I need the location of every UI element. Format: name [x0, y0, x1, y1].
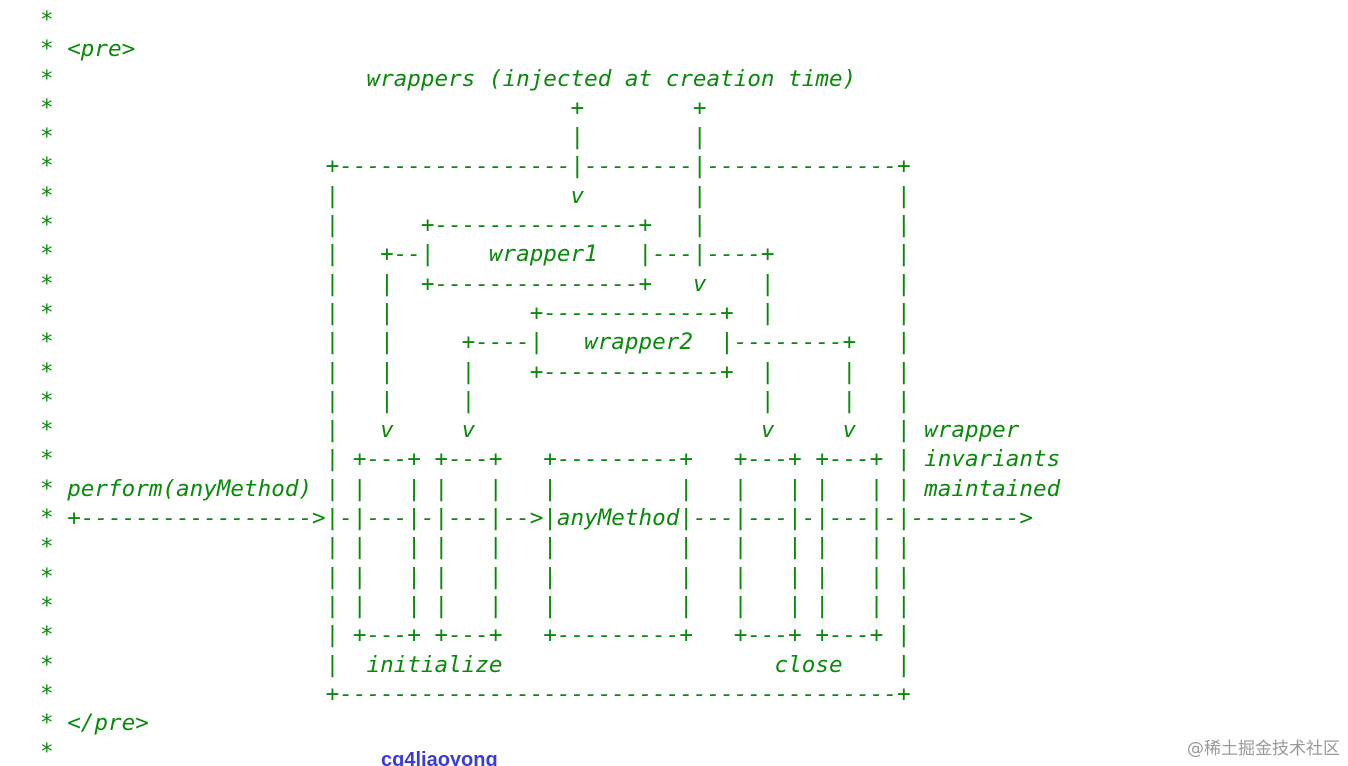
author-label: cg4liaoyong: [381, 749, 498, 766]
diagram-line: * + +: [40, 94, 707, 121]
diagram-line: * | v | |: [40, 182, 911, 209]
diagram-line: * +-----------------|--------|----------…: [40, 153, 911, 180]
diagram-line: * | | | | | | | | | | | |: [40, 563, 911, 590]
diagram-line: *: [40, 7, 54, 33]
diagram-line: * | +---+ +---+ +---------+ +---+ +---+ …: [40, 622, 911, 649]
diagram-line: * | | | | | |: [40, 387, 911, 414]
diagram-line: * <pre>: [40, 36, 136, 63]
diagram-line: * | | | | | | | | | | | |: [40, 534, 911, 561]
diagram-line: * | |: [40, 124, 707, 151]
diagram-line: * | +--| wrapper1 |---|----+ |: [40, 241, 911, 268]
diagram-line: * | | +----| wrapper2 |--------+ |: [40, 329, 911, 356]
diagram-line: *: [40, 739, 54, 766]
transaction-wrapper-ascii-diagram: * * <pre>* wrappers (injected at creation…: [40, 6, 1060, 766]
diagram-line: * +-------------------------------------…: [40, 680, 911, 707]
diagram-line: * | +---+ +---+ +---------+ +---+ +---+ …: [40, 446, 1061, 473]
diagram-line: * | +---------------+ | |: [40, 212, 911, 239]
diagram-line: * </pre>: [40, 710, 149, 737]
diagram-line: * | | | | | | | | | | | |: [40, 592, 911, 619]
watermark-text: @稀土掘金技术社区: [1187, 739, 1340, 759]
diagram-line: * | | | +-------------+ | | |: [40, 358, 911, 385]
diagram-line: * +----------------->|-|---|-|---|-->|an…: [40, 505, 1033, 532]
diagram-line: * | initialize close |: [40, 651, 911, 678]
diagram-line: * | | +---------------+ v | |: [40, 270, 911, 297]
diagram-line: * perform(anyMethod) | | | | | | | | | |…: [40, 475, 1061, 502]
diagram-line: * wrappers (injected at creation time): [40, 65, 857, 92]
diagram-line: * | | +-------------+ | |: [40, 299, 911, 326]
diagram-line: * | v v v v | wrapper: [40, 417, 1020, 444]
